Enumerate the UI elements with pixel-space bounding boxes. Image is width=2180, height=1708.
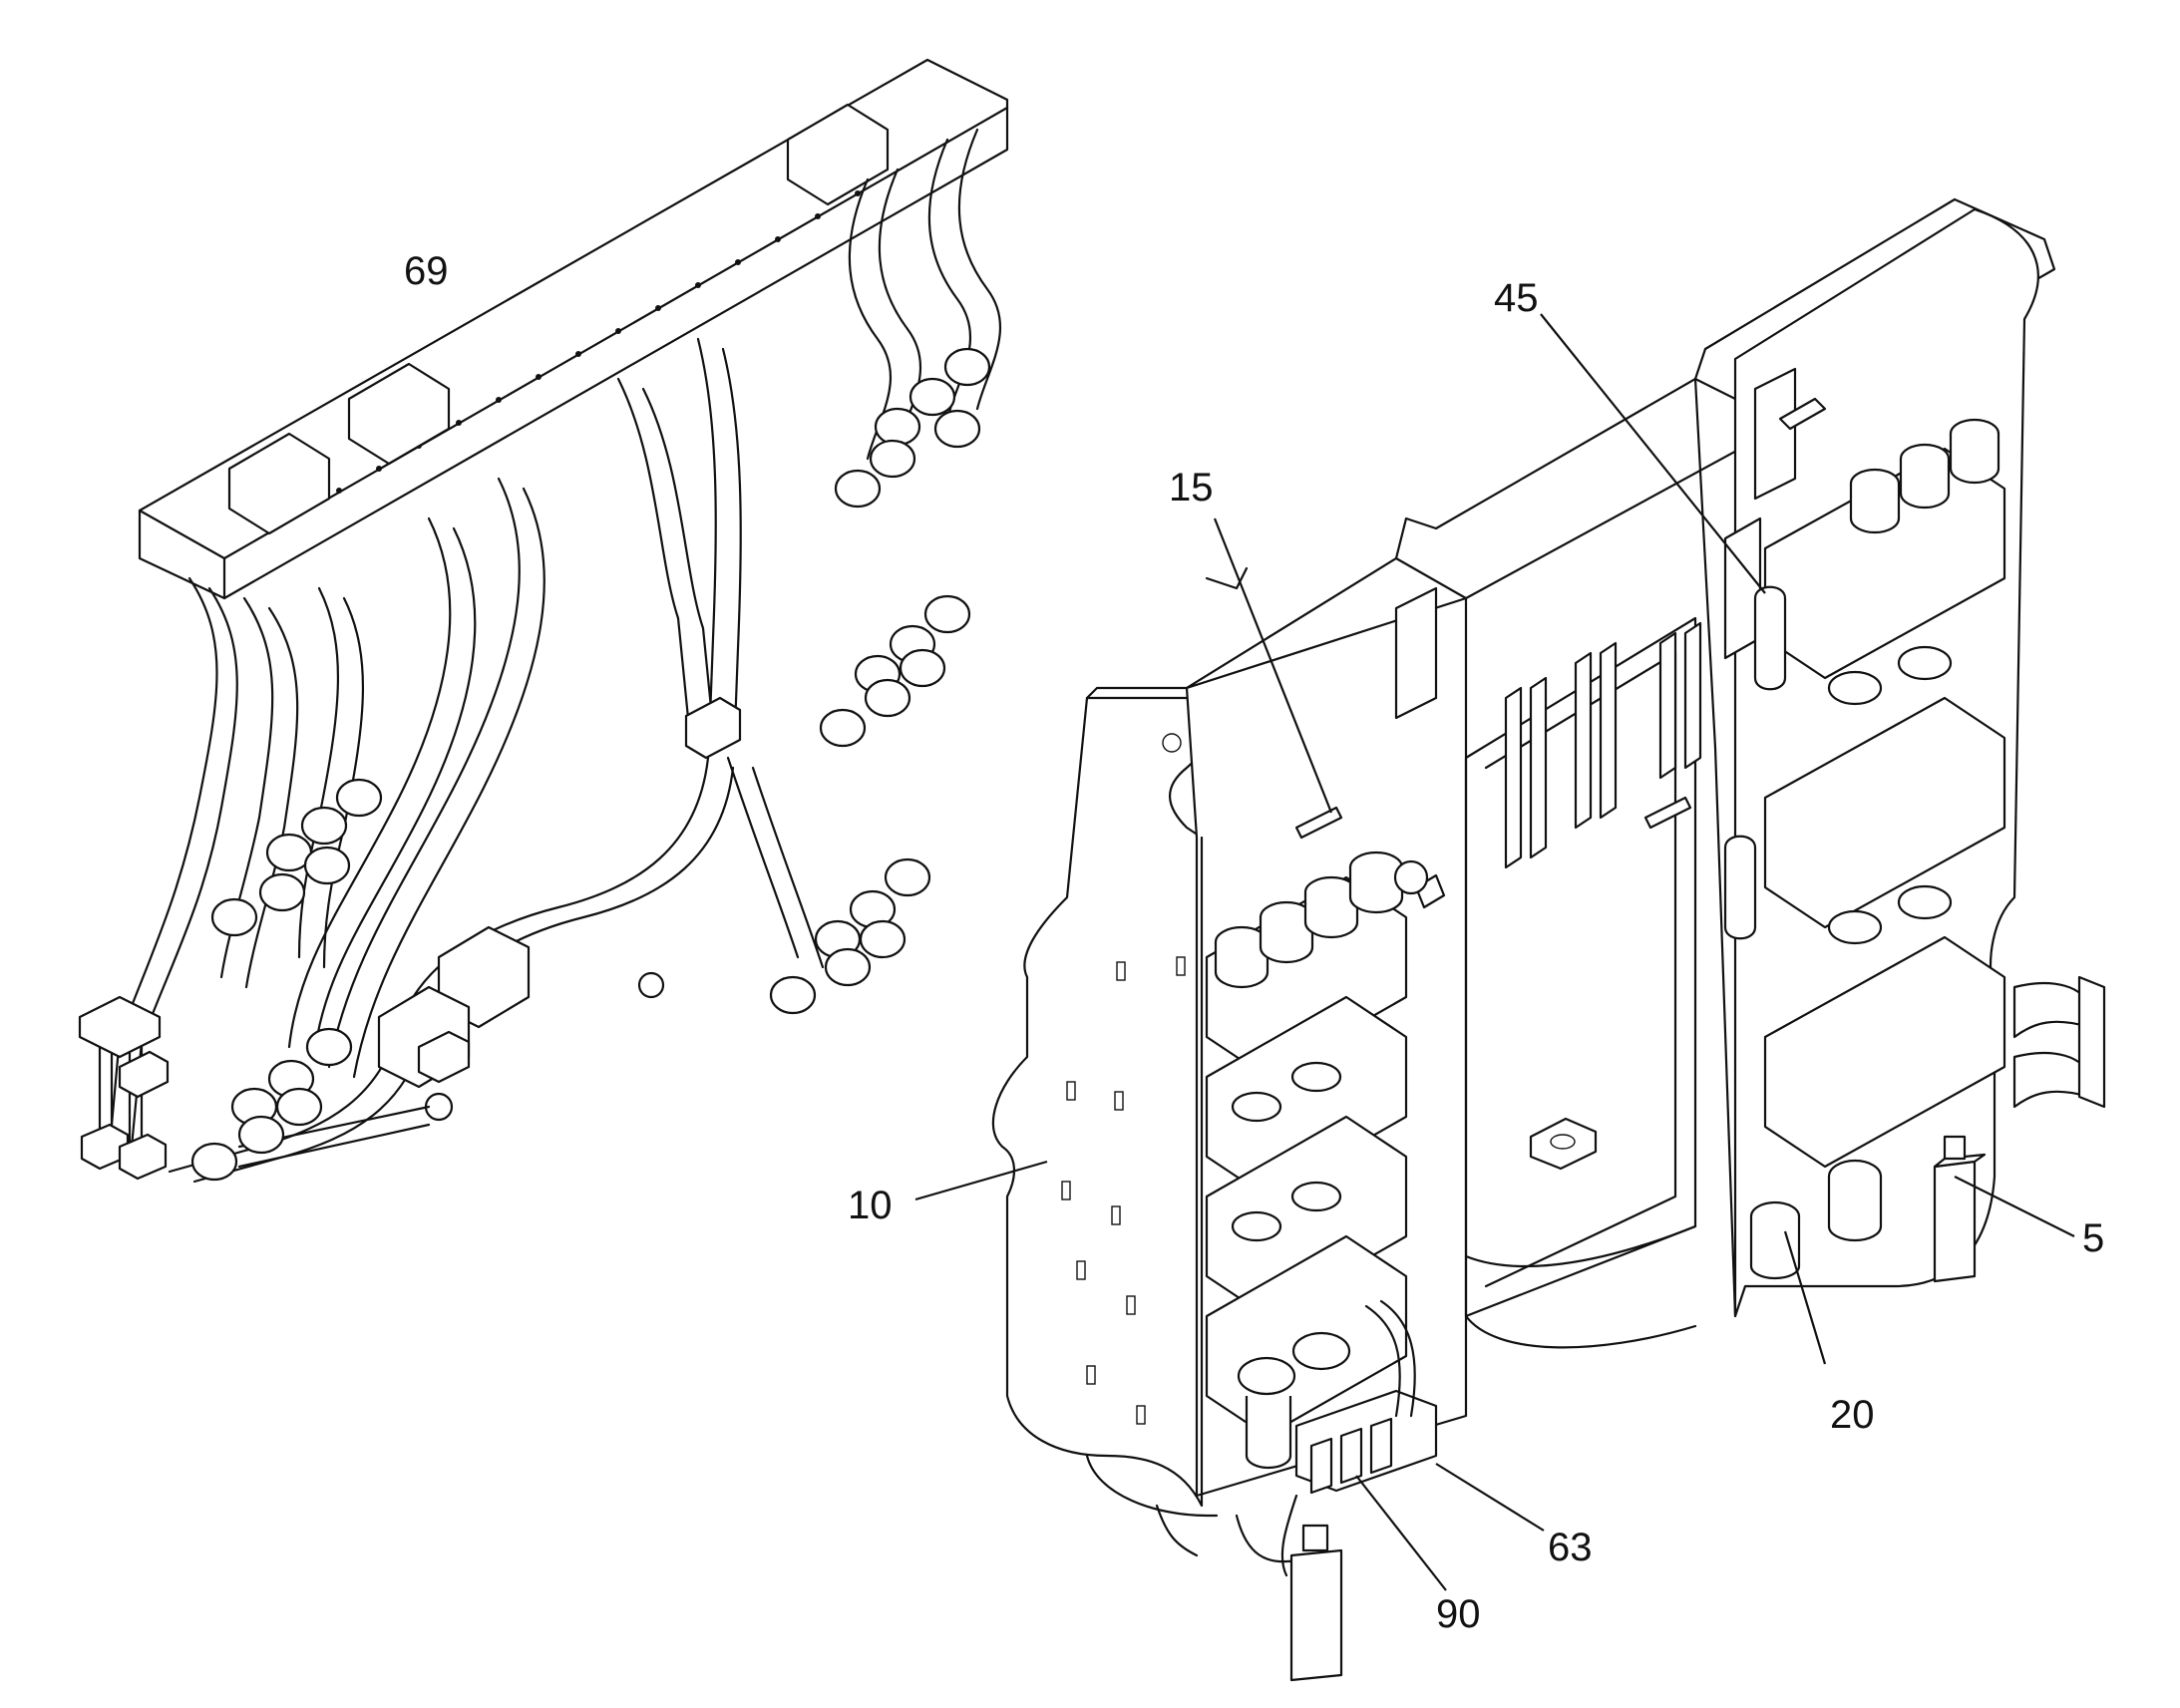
flange-fittings-left — [190, 347, 991, 1182]
callout-15: 15 — [1169, 466, 1214, 510]
valve-bank-right — [1723, 418, 2106, 1280]
callout-10: 10 — [848, 1184, 893, 1227]
solenoid-valve-stack — [1294, 1299, 1438, 1495]
tube-manifold-assembly — [78, 58, 1009, 1184]
callout-20: 20 — [1830, 1393, 1875, 1437]
pressure-switches — [1280, 1135, 1987, 1682]
callout-5: 5 — [2082, 1216, 2104, 1260]
callout-45: 45 — [1494, 276, 1539, 320]
callout-69: 69 — [404, 249, 449, 293]
callout-labels: 69 45 15 10 5 20 63 90 — [404, 249, 2104, 1636]
valve-bank-left — [1205, 851, 1446, 1470]
callout-90: 90 — [1436, 1592, 1481, 1636]
callout-63: 63 — [1548, 1526, 1593, 1569]
leader-lines — [914, 313, 2075, 1591]
